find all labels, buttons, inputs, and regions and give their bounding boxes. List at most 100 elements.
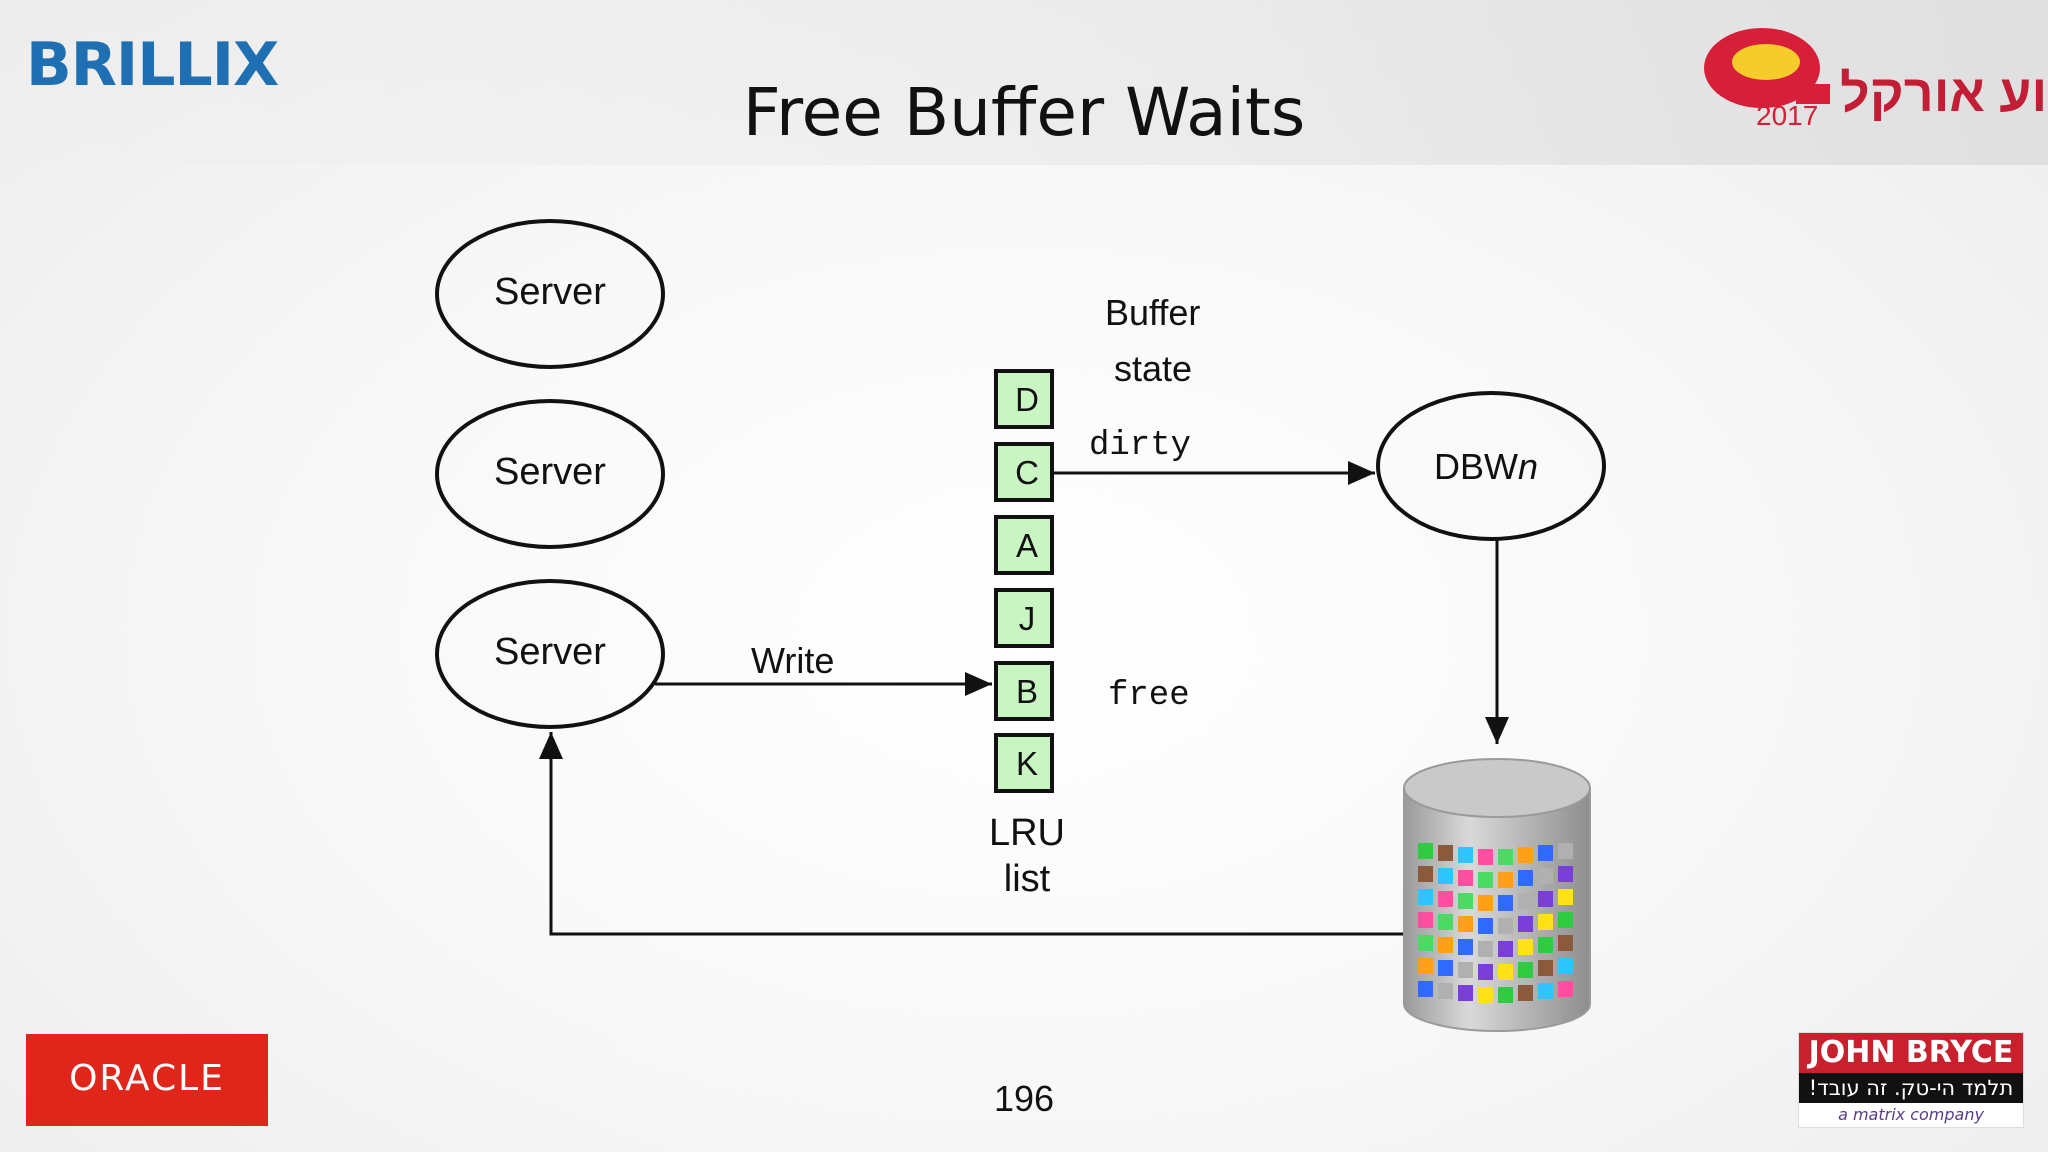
disk-block [1558, 935, 1573, 951]
brillix-logo-text: BRILLIX [26, 30, 279, 100]
oracle-week-logo-graphic [1704, 28, 1830, 108]
lru-list [994, 369, 1054, 793]
disk-block [1458, 847, 1473, 863]
disk-block [1538, 845, 1553, 861]
disk-block [1498, 987, 1513, 1003]
disk-block [1558, 866, 1573, 882]
disk-block [1418, 866, 1433, 882]
dbwn-label: DBWn [1434, 446, 1538, 488]
disk-block [1478, 849, 1493, 865]
disk-block [1498, 964, 1513, 980]
disk-block [1438, 960, 1453, 976]
disk-block [1558, 981, 1573, 997]
server-label-3: Server [494, 631, 606, 673]
disk-block [1438, 937, 1453, 953]
buffer-box-d [994, 369, 1054, 429]
server-ellipse-1 [435, 219, 665, 369]
john-bryce-title: JOHN BRYCE [1799, 1033, 2023, 1073]
disk-block [1458, 893, 1473, 909]
server-ellipse-3 [435, 579, 665, 729]
disk-block [1498, 918, 1513, 934]
disk-block [1558, 843, 1573, 859]
dbwn-ellipse [1376, 391, 1606, 541]
disk-block [1558, 958, 1573, 974]
disk-block [1518, 962, 1533, 978]
disk-block [1498, 849, 1513, 865]
disk-block [1438, 868, 1453, 884]
oracle-week-text: שבוע אורקל [1840, 65, 2048, 123]
buffer-label-k: K [1015, 745, 1038, 782]
lru-label-line1: LRU [988, 812, 1066, 854]
buffer-state-label-2: state [1114, 348, 1193, 389]
disk-block [1438, 845, 1453, 861]
buffer-box-b [994, 661, 1054, 721]
disk-block [1538, 960, 1553, 976]
disk-block [1518, 939, 1533, 955]
disk-block [1558, 912, 1573, 928]
disk-block [1458, 870, 1473, 886]
john-bryce-subtitle: a matrix company [1838, 1105, 1984, 1124]
dirty-state-label: dirty [1089, 427, 1192, 465]
john-bryce-tagline: תלמד הי-טק. זה עובד! [1799, 1073, 2023, 1103]
oracle-week-logo: 2017 שבוע אורקל [1700, 22, 2048, 152]
dbwn-label-suffix: n [1518, 446, 1539, 487]
disk-block [1458, 916, 1473, 932]
write-label: Write [751, 640, 835, 681]
disk-block [1498, 895, 1513, 911]
disk-block [1518, 985, 1533, 1001]
header-band [0, 0, 2048, 165]
disk-block [1418, 912, 1433, 928]
disk-block [1478, 895, 1493, 911]
disk-block [1518, 893, 1533, 909]
disk-block [1438, 891, 1453, 907]
free-state-label: free [1108, 677, 1190, 715]
disk-block [1478, 987, 1493, 1003]
disk-block [1538, 983, 1553, 999]
server-label-1: Server [494, 271, 606, 313]
brillix-logo: BRILLIX [26, 30, 279, 100]
disk-block [1418, 935, 1433, 951]
buffer-label-d: D [1015, 381, 1039, 418]
buffer-box-j [994, 588, 1054, 648]
disk-block [1418, 981, 1433, 997]
disk-block [1518, 847, 1533, 863]
page-number: 196 [994, 1078, 1055, 1119]
disk-block [1438, 914, 1453, 930]
disk-block [1458, 985, 1473, 1001]
disk-block [1458, 962, 1473, 978]
buffer-label-b: B [1015, 673, 1038, 710]
disk-block [1538, 891, 1553, 907]
disk-block [1558, 889, 1573, 905]
disk-block [1418, 889, 1433, 905]
buffer-label-j: J [1018, 600, 1036, 637]
slide-title: Free Buffer Waits [742, 74, 1306, 151]
disk-block [1518, 870, 1533, 886]
buffer-state-label-1: Buffer [1105, 292, 1201, 333]
database-disk-icon [1403, 758, 1591, 1032]
disk-block [1538, 868, 1553, 884]
disk-block [1538, 937, 1553, 953]
disk-block [1498, 941, 1513, 957]
disk-block [1518, 916, 1533, 932]
disk-block [1478, 918, 1493, 934]
buffer-label-c: C [1015, 454, 1039, 491]
dbwn-label-name: DBW [1434, 446, 1518, 487]
buffer-box-a [994, 515, 1054, 575]
oracle-logo-text: ORACLE [69, 1058, 225, 1099]
buffer-box-k [994, 733, 1054, 793]
disk-block [1438, 983, 1453, 999]
disk-block [1418, 843, 1433, 859]
john-bryce-logo: JOHN BRYCE תלמד הי-טק. זה עובד! a matrix… [1798, 1032, 2024, 1128]
buffer-box-c [994, 442, 1054, 502]
disk-to-server-arrow [539, 732, 1405, 936]
disk-block [1478, 964, 1493, 980]
lru-label-line2: list [1003, 858, 1051, 900]
disk-block [1418, 958, 1433, 974]
disk-block [1458, 939, 1473, 955]
server-label-2: Server [494, 451, 606, 493]
oracle-logo: ORACLE [26, 1034, 268, 1126]
disk-block [1498, 872, 1513, 888]
disk-block [1538, 914, 1553, 930]
server-ellipse-2 [435, 399, 665, 549]
